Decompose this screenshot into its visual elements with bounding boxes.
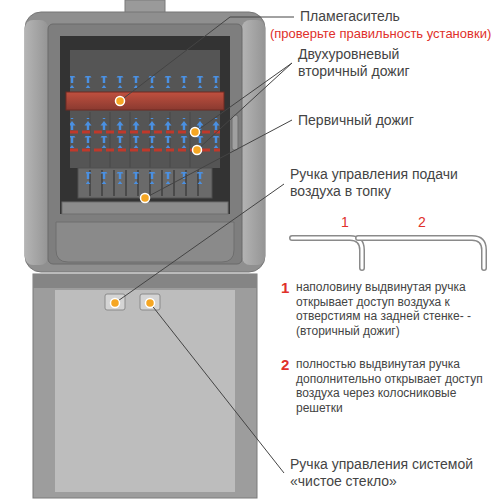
base-opening — [55, 290, 235, 492]
leader-line — [120, 17, 294, 101]
leader-line — [115, 184, 284, 303]
callout-dot — [141, 194, 150, 203]
stove-base — [33, 274, 257, 498]
callout-number: 1 — [281, 279, 289, 297]
note-text: полностью выдвинутая ручка дополнительно… — [296, 357, 494, 416]
handle-rod — [292, 238, 362, 268]
callout-dot — [193, 146, 202, 155]
lower-panel — [56, 222, 234, 262]
handle-rod — [358, 238, 484, 268]
note-text: наполовину выдвинутая ручка открывает до… — [296, 280, 494, 339]
handle-rod — [292, 238, 362, 268]
leader-line — [197, 63, 292, 150]
ash-lip — [62, 202, 228, 214]
clean-glass-handle — [140, 294, 160, 310]
flame-baffle — [66, 92, 224, 110]
door-handle — [232, 115, 238, 150]
base-ledge — [33, 274, 257, 288]
air-flow-arrows — [86, 172, 206, 184]
side-panel — [242, 20, 265, 265]
stove-body — [25, 12, 265, 272]
callout-dot — [116, 97, 125, 106]
part-label: Ручка управления системой «чистое стекло… — [290, 456, 490, 490]
handle-rod — [358, 238, 484, 268]
callout-number: 2 — [281, 356, 289, 374]
callout-number: 2 — [418, 214, 426, 231]
warning-note: (проверьте правильность установки) — [270, 26, 491, 42]
callout-dot — [111, 299, 120, 308]
part-label: Двухуровневый вторичный дожиг — [298, 46, 448, 80]
leader-line — [150, 303, 284, 473]
part-label: Пламегаситель — [300, 8, 400, 25]
callout-dot — [146, 299, 155, 308]
callout-dot — [191, 128, 200, 137]
side-panel — [25, 20, 48, 265]
air-handle — [105, 294, 125, 310]
door-frame — [48, 24, 242, 264]
handle-position-sketch — [292, 238, 484, 268]
callout-number: 1 — [341, 214, 349, 231]
leader-line — [195, 63, 292, 132]
callout-dots — [111, 97, 202, 308]
leader-lines — [115, 17, 294, 473]
leader-line — [145, 120, 292, 198]
part-label: Ручка управления подачи воздуха в топку — [290, 166, 490, 200]
part-label: Первичный дожиг — [298, 112, 488, 129]
